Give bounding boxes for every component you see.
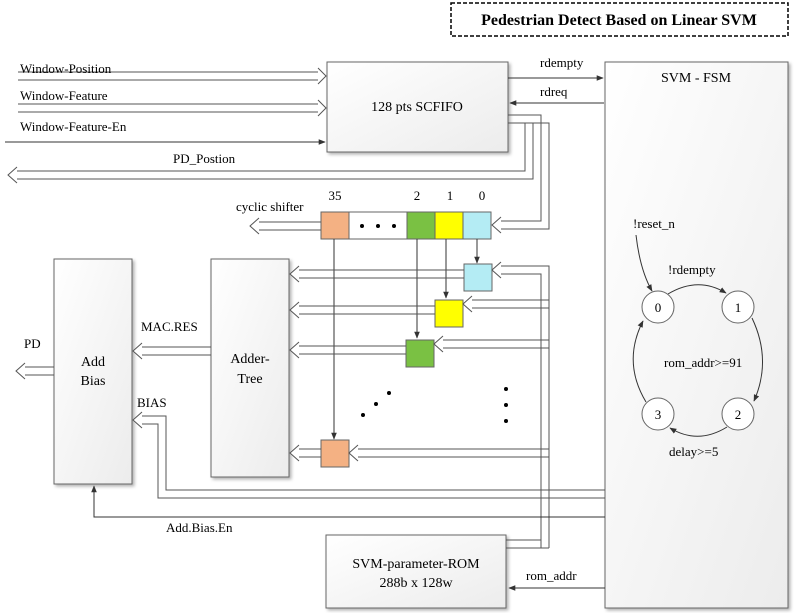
fsm-state-3 (641, 397, 675, 431)
fsm-transition-2-3 (669, 426, 728, 437)
fsm-reset-label: !reset_n (633, 216, 675, 231)
shifter-index-1: 1 (447, 188, 454, 203)
bias-bus (132, 411, 605, 499)
ellipsis-dot (504, 387, 508, 391)
mac-cell-1 (434, 299, 464, 328)
add-bias-label-1: Add (81, 355, 105, 370)
shifter-cell-1 (434, 211, 464, 240)
fsm-t12-label: rom_addr>=91 (664, 355, 742, 370)
scfifo-block (326, 61, 509, 153)
fsm-state-1-label: 1 (735, 300, 742, 315)
rdreq-label: rdreq (540, 84, 568, 99)
fsm-reset-arrow (635, 234, 653, 292)
mac-res-bus (132, 342, 211, 360)
rdempty-label: rdempty (540, 55, 584, 70)
shifter-cell-35 (320, 211, 350, 240)
diagram-title: Pedestrian Detect Based on Linear SVM (481, 12, 757, 29)
title-box (450, 2, 789, 37)
svm-fsm-label: SVM - FSM (661, 71, 732, 86)
fsm-state-1 (721, 290, 755, 324)
ellipsis-dot (361, 413, 365, 417)
adder-tree-label-2: Tree (237, 372, 262, 387)
cyclic-shifter-bus (249, 217, 321, 235)
shifter-index-0: 0 (479, 188, 486, 203)
mac-cell-0 (463, 263, 493, 292)
fsm-state-0-label: 0 (655, 300, 662, 315)
shifter-dot (392, 224, 396, 228)
shifter-dot (376, 224, 380, 228)
ellipsis-dot (504, 419, 508, 423)
add-bias-block (53, 258, 133, 485)
rom-addr-label: rom_addr (526, 568, 577, 583)
pd-bus (15, 362, 54, 380)
fsm-transition-3-0 (632, 320, 647, 403)
ellipsis-dot (387, 391, 391, 395)
bias-label: BIAS (137, 395, 167, 410)
window-feature-bus (18, 99, 327, 117)
shifter-index-2: 2 (414, 188, 421, 203)
mac-cell-2 (405, 339, 435, 368)
ellipsis-dot (374, 402, 378, 406)
fsm-transition-1-2 (751, 317, 763, 402)
fifo-to-shifter-bus (491, 114, 550, 234)
mac-cell-35 (320, 439, 350, 468)
shifter-dot (360, 224, 364, 228)
shifter-cell-2 (406, 211, 436, 240)
window-feature-label: Window-Feature (20, 88, 108, 103)
param-feed-bus (348, 261, 550, 549)
window-position-bus (18, 67, 327, 85)
ellipsis-dot (504, 403, 508, 407)
pd-label: PD (24, 336, 41, 351)
scfifo-label: 128 pts SCFIFO (371, 100, 463, 115)
fsm-transition-0-1 (667, 284, 727, 295)
pd-position-bus (7, 122, 534, 184)
window-feature-en-label: Window-Feature-En (20, 119, 127, 134)
svm-fsm-block (604, 61, 789, 609)
fsm-t01-label: !rdempty (668, 262, 716, 277)
fsm-state-3-label: 3 (655, 407, 662, 422)
mac-to-adder-bus (289, 265, 464, 462)
rom-label-1: SVM-parameter-ROM (352, 557, 480, 572)
adder-tree-label-1: Adder- (230, 352, 270, 367)
fsm-state-2-label: 2 (735, 407, 742, 422)
fsm-t23-label: delay>=5 (669, 444, 718, 459)
cyclic-shifter-label: cyclic shifter (236, 199, 304, 214)
add-bias-en-label: Add.Bias.En (166, 520, 233, 535)
add-bias-label-2: Bias (81, 374, 106, 389)
fsm-state-0 (641, 290, 675, 324)
rom-label-2: 288b x 128w (379, 576, 453, 591)
shifter-index-35: 35 (329, 188, 342, 203)
rom-block (325, 534, 507, 609)
window-position-label: Window-Position (20, 61, 112, 76)
adder-tree-block (210, 258, 290, 478)
shifter-cell-0 (462, 211, 492, 240)
pd-position-label: PD_Postion (173, 151, 236, 166)
add-bias-en-line (91, 485, 605, 518)
fsm-state-2 (721, 397, 755, 431)
mac-res-label: MAC.RES (141, 319, 198, 334)
